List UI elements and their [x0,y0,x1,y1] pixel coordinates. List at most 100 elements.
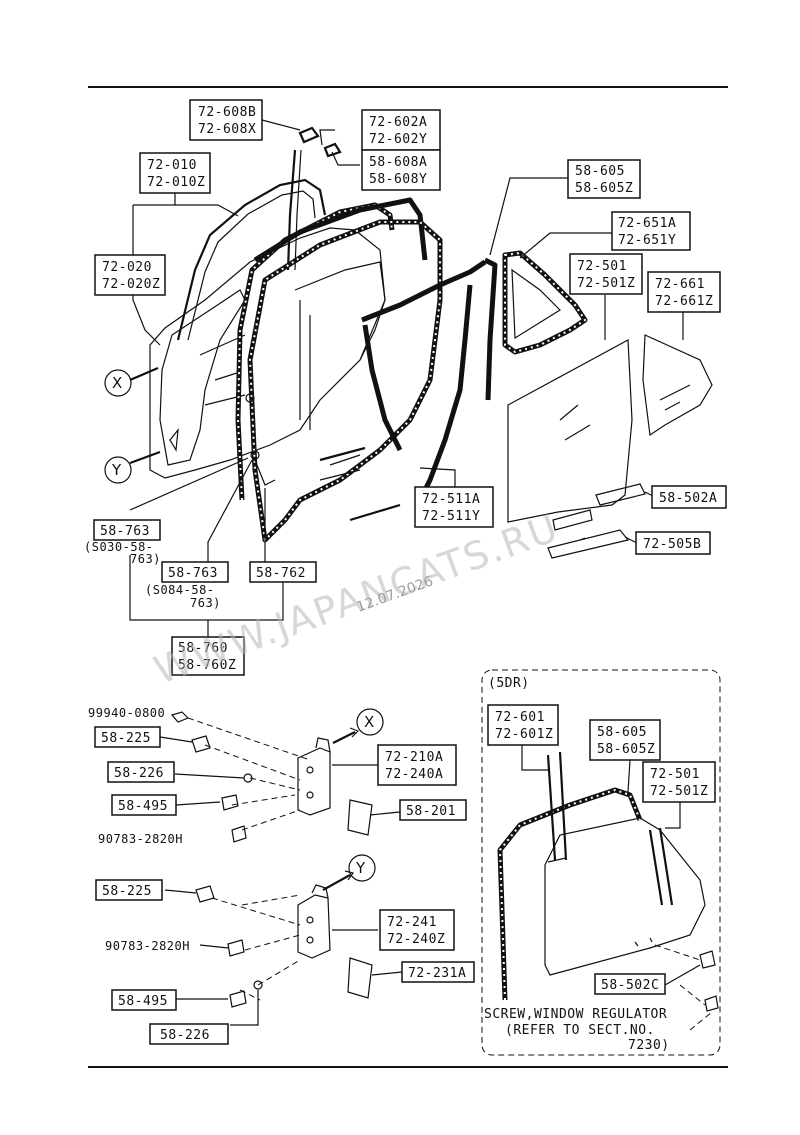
note-58-763-a-1: (S030-58- [84,540,154,554]
circle-x-hinge-label: X [364,713,374,731]
screw-note-line-3: 7230) [628,1038,670,1053]
box-58-760 [171,636,245,676]
note-58-763-a-2: 763) [130,552,161,566]
leader-lines-hinge-upper [159,736,401,816]
label-58-608a: 58-608A [369,155,427,170]
label-72-601z: 72-601Z [495,727,553,742]
box-72-651 [611,211,691,251]
box-58-225-a [94,726,161,748]
screw-note-line-1: SCREW,WINDOW REGULATOR [484,1007,667,1022]
label-58-226-a: 58-226 [114,766,164,781]
box-72-231a [401,961,475,983]
box-72-020 [94,254,166,296]
label-72-010z: 72-010Z [147,175,205,190]
box-72-210a [377,744,457,786]
circle-y-hinge-label: Y [355,859,366,877]
label-58-760z: 58-760Z [178,658,236,673]
label-58-762: 58-762 [256,566,306,581]
box-72-501-sdr [642,761,716,803]
label-58-502c: 58-502C [601,978,659,993]
hinge-lower-drawing [195,870,373,1008]
box-58-763-a [93,519,161,541]
note-58-763-b-1: (S084-58- [145,583,215,597]
box-72-661 [647,271,721,313]
box-72-511 [414,486,494,528]
label-58-495-a: 58-495 [118,799,168,814]
box-58-495-a [111,794,177,816]
label-58-605-sdr: 58-605 [597,725,647,740]
circle-y-top [104,456,132,484]
box-72-505b [635,531,711,555]
box-58-201 [399,799,467,821]
box-58-608 [361,149,441,191]
label-72-501z-top: 72-501Z [577,276,635,291]
text-90783-2820h-b: 90783-2820H [105,939,190,953]
label-72-651a: 72-651A [618,216,676,231]
box-72-602 [361,109,441,151]
labels-hinge-lower: 58-225 90783-2820H 58-495 58-226 72-241 … [95,854,475,1045]
label-58-225-b: 58-225 [102,884,152,899]
box-58-762 [249,561,317,583]
label-72-501-sdr: 72-501 [650,767,700,782]
circle-x-top-label: X [112,374,122,392]
label-58-201: 58-201 [406,804,456,819]
circle-y-top-label: Y [111,461,122,479]
box-58-502c [594,973,666,995]
label-58-502a: 58-502A [659,491,717,506]
label-72-608x: 72-608X [198,122,256,137]
label-72-661z: 72-661Z [655,294,713,309]
label-72-651y: 72-651Y [618,233,676,248]
box-58-226-b [149,1023,229,1045]
label-72-601: 72-601 [495,710,545,725]
label-72-501z-sdr: 72-501Z [650,784,708,799]
screw-note-line-2: (REFER TO SECT.NO. [505,1023,655,1038]
box-58-495-b [111,989,177,1011]
circle-x-top [104,369,132,397]
door-assembly-drawing [129,126,713,559]
box-58-605-top [567,159,641,199]
label-58-226-b: 58-226 [160,1028,210,1043]
box-58-605-sdr [589,719,661,761]
circle-x-hinge [356,708,384,736]
hinge-upper-drawing [170,711,373,843]
label-72-511y: 72-511Y [422,509,480,524]
inset-5dr: (5DR) 72-601 72-601Z 58-605 58-605Z 72-5… [481,669,721,1056]
box-72-010 [139,152,211,194]
label-72-602a: 72-602A [369,115,427,130]
label-58-608y: 58-608Y [369,172,427,187]
box-72-241 [379,909,455,951]
label-72-240z: 72-240Z [387,932,445,947]
label-72-602y: 72-602Y [369,132,427,147]
label-58-605z-top: 58-605Z [575,181,633,196]
label-72-020: 72-020 [102,260,152,275]
label-72-511a: 72-511A [422,492,480,507]
box-72-501-top [569,253,643,295]
label-72-231a: 72-231A [408,966,466,981]
label-58-763-b: 58-763 [168,566,218,581]
box-58-502a [651,485,727,509]
text-90783-2820h-a: 90783-2820H [98,832,183,846]
label-58-760: 58-760 [178,641,228,656]
label-72-501-top: 72-501 [577,259,627,274]
label-58-495-b: 58-495 [118,994,168,1009]
label-72-505b: 72-505B [643,537,701,552]
label-58-763-a: 58-763 [100,524,150,539]
box-58-225-b [95,879,163,901]
text-99940-0800: 99940-0800 [88,706,165,720]
label-58-605z-sdr: 58-605Z [597,742,655,757]
circle-y-hinge [348,854,376,882]
box-58-763-b [161,561,229,583]
label-72-608b: 72-608B [198,105,256,120]
labels-hinge-upper: 99940-0800 58-225 58-226 58-495 90783-28… [88,706,467,846]
label-72-240a: 72-240A [385,767,443,782]
box-72-601 [487,704,559,746]
label-72-010: 72-010 [147,158,197,173]
inset-5dr-title: (5DR) [488,676,530,691]
box-72-608 [189,99,263,141]
label-58-225-a: 58-225 [101,731,151,746]
note-58-763-b-2: 763) [190,596,221,610]
labels-top: 72-608B 72-608X 72-602A 72-602Y 58-608A … [84,99,727,676]
leader-lines-hinge-lower [164,889,403,1026]
